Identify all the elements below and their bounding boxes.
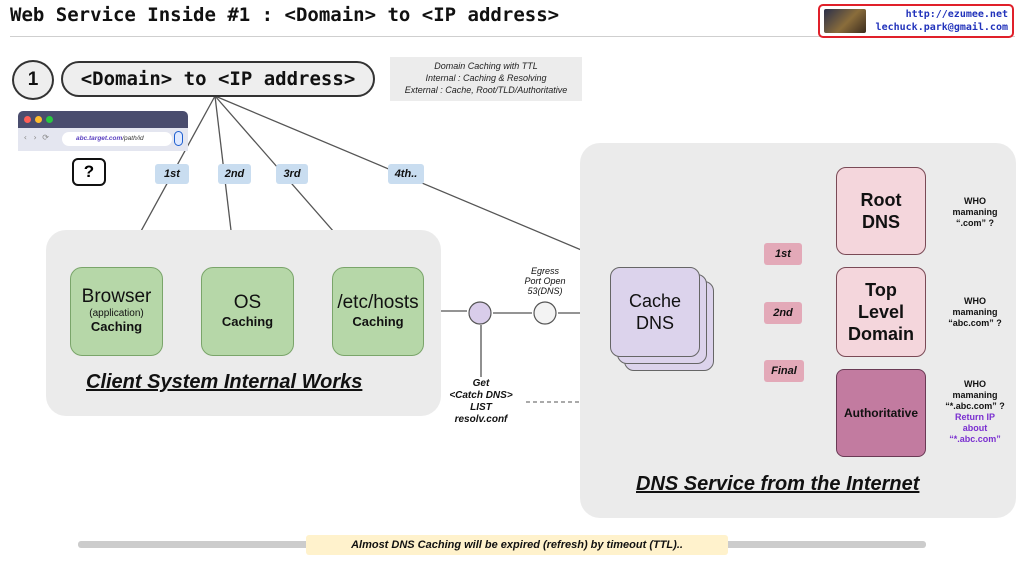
note-line-1: Domain Caching with TTL [434, 61, 538, 71]
who-tld-line-2: mamaning [952, 307, 998, 317]
get-dns-label: Get <Catch DNS> LIST resolv.conf [438, 378, 524, 426]
who-root-line-2: mamaning [952, 207, 998, 217]
tld-line-2: Level [857, 302, 905, 322]
contact-badge: http://ezumee.net lechuck.park@gmail.com [818, 4, 1014, 38]
browser-address-bar: abc.target.com/path/id [62, 132, 172, 146]
root-dns-line-2: DNS [861, 212, 900, 232]
browser-cache-sub: (application) [89, 308, 144, 319]
os-cache-label: Caching [221, 314, 274, 329]
get-line-3: LIST [470, 402, 492, 413]
browser-nav-icons: ‹ › ⟳ [23, 133, 49, 142]
root-dns-box: Root DNS [836, 167, 926, 255]
order-tag-3rd: 3rd [276, 164, 308, 184]
tld-line-1: Top [865, 280, 897, 300]
get-line-2: <Catch DNS> [449, 390, 513, 401]
who-tld-line-1: WHO [964, 296, 986, 306]
dns-order-2nd: 2nd [764, 302, 802, 324]
port-circle-internal [468, 301, 492, 325]
who-auth-line-5: about [962, 423, 988, 433]
hosts-cache-box: /etc/hosts Caching [332, 267, 424, 356]
who-tld-line-3: “abc.com” ? [948, 318, 1002, 328]
get-line-1: Get [472, 378, 490, 389]
step-title: <Domain> to <IP address> [61, 61, 375, 97]
egress-line-2: Port Open [524, 276, 566, 286]
authoritative-dns-box: Authoritative [836, 369, 926, 457]
tld-line-3: Domain [847, 324, 914, 344]
ttl-footer-note: Almost DNS Caching will be expired (refr… [306, 535, 728, 555]
egress-line-1: Egress [530, 266, 559, 276]
browser-cache-label: Caching [90, 319, 143, 334]
hosts-cache-label: Caching [352, 314, 404, 329]
contact-email[interactable]: lechuck.park@gmail.com [875, 22, 1008, 33]
browser-cache-title: Browser [81, 286, 152, 307]
egress-line-3: 53(DNS) [527, 286, 563, 296]
os-cache-title: OS [233, 292, 262, 313]
client-panel-label: Client System Internal Works [86, 371, 363, 393]
order-tag-2nd: 2nd [218, 164, 251, 184]
who-auth-note: WHO mamaning “*.abc.com” ? Return IP abo… [935, 379, 1015, 445]
internet-panel-label: DNS Service from the Internet [636, 473, 920, 495]
os-cache-box: OS Caching [201, 267, 294, 356]
author-avatar [824, 9, 866, 33]
question-bubble-icon: ? [72, 158, 106, 186]
root-dns-line-1: Root [860, 190, 902, 210]
cache-dns-line-2: DNS [635, 313, 674, 333]
mouse-icon [174, 131, 183, 146]
who-auth-line-4: Return IP [954, 412, 995, 422]
url-path: /path/id [122, 135, 144, 142]
page-title: Web Service Inside #1 : <Domain> to <IP … [10, 4, 560, 26]
caching-note: Domain Caching with TTL Internal : Cachi… [390, 57, 582, 101]
dns-order-1st: 1st [764, 243, 802, 265]
url-host: abc.target.com [76, 135, 123, 142]
hosts-cache-title: /etc/hosts [337, 292, 419, 313]
who-auth-line-2: mamaning [952, 390, 998, 400]
who-root-line-1: WHO [964, 196, 986, 206]
note-line-3: External : Cache, Root/TLD/Authoritative [404, 85, 568, 95]
browser-cache-box: Browser (application) Caching [70, 267, 163, 356]
contact-url[interactable]: http://ezumee.net [905, 9, 1008, 20]
cache-dns-box: Cache DNS [610, 267, 700, 357]
dns-order-final: Final [764, 360, 804, 382]
step-number: 1 [12, 60, 54, 100]
browser-illustration: ‹ › ⟳ abc.target.com/path/id [18, 111, 188, 151]
window-close-dot [24, 116, 31, 123]
get-line-4: resolv.conf [454, 414, 508, 425]
tld-dns-box: Top Level Domain [836, 267, 926, 357]
cache-dns-line-1: Cache [628, 291, 682, 311]
egress-label: Egress Port Open 53(DNS) [512, 266, 578, 296]
order-tag-1st: 1st [155, 164, 189, 184]
who-tld-note: WHO mamaning “abc.com” ? [935, 296, 1015, 329]
note-line-2: Internal : Caching & Resolving [425, 73, 547, 83]
window-minimize-dot [35, 116, 42, 123]
who-root-line-3: “.com” ? [955, 218, 994, 228]
order-tag-4th: 4th.. [388, 164, 424, 184]
who-auth-line-3: “*.abc.com” ? [945, 401, 1005, 411]
who-auth-line-1: WHO [964, 379, 986, 389]
who-root-note: WHO mamaning “.com” ? [935, 196, 1015, 229]
who-auth-line-6: “*.abc.com” [949, 434, 1001, 444]
port-circle-egress [533, 301, 557, 325]
title-divider [10, 36, 1015, 37]
window-zoom-dot [46, 116, 53, 123]
